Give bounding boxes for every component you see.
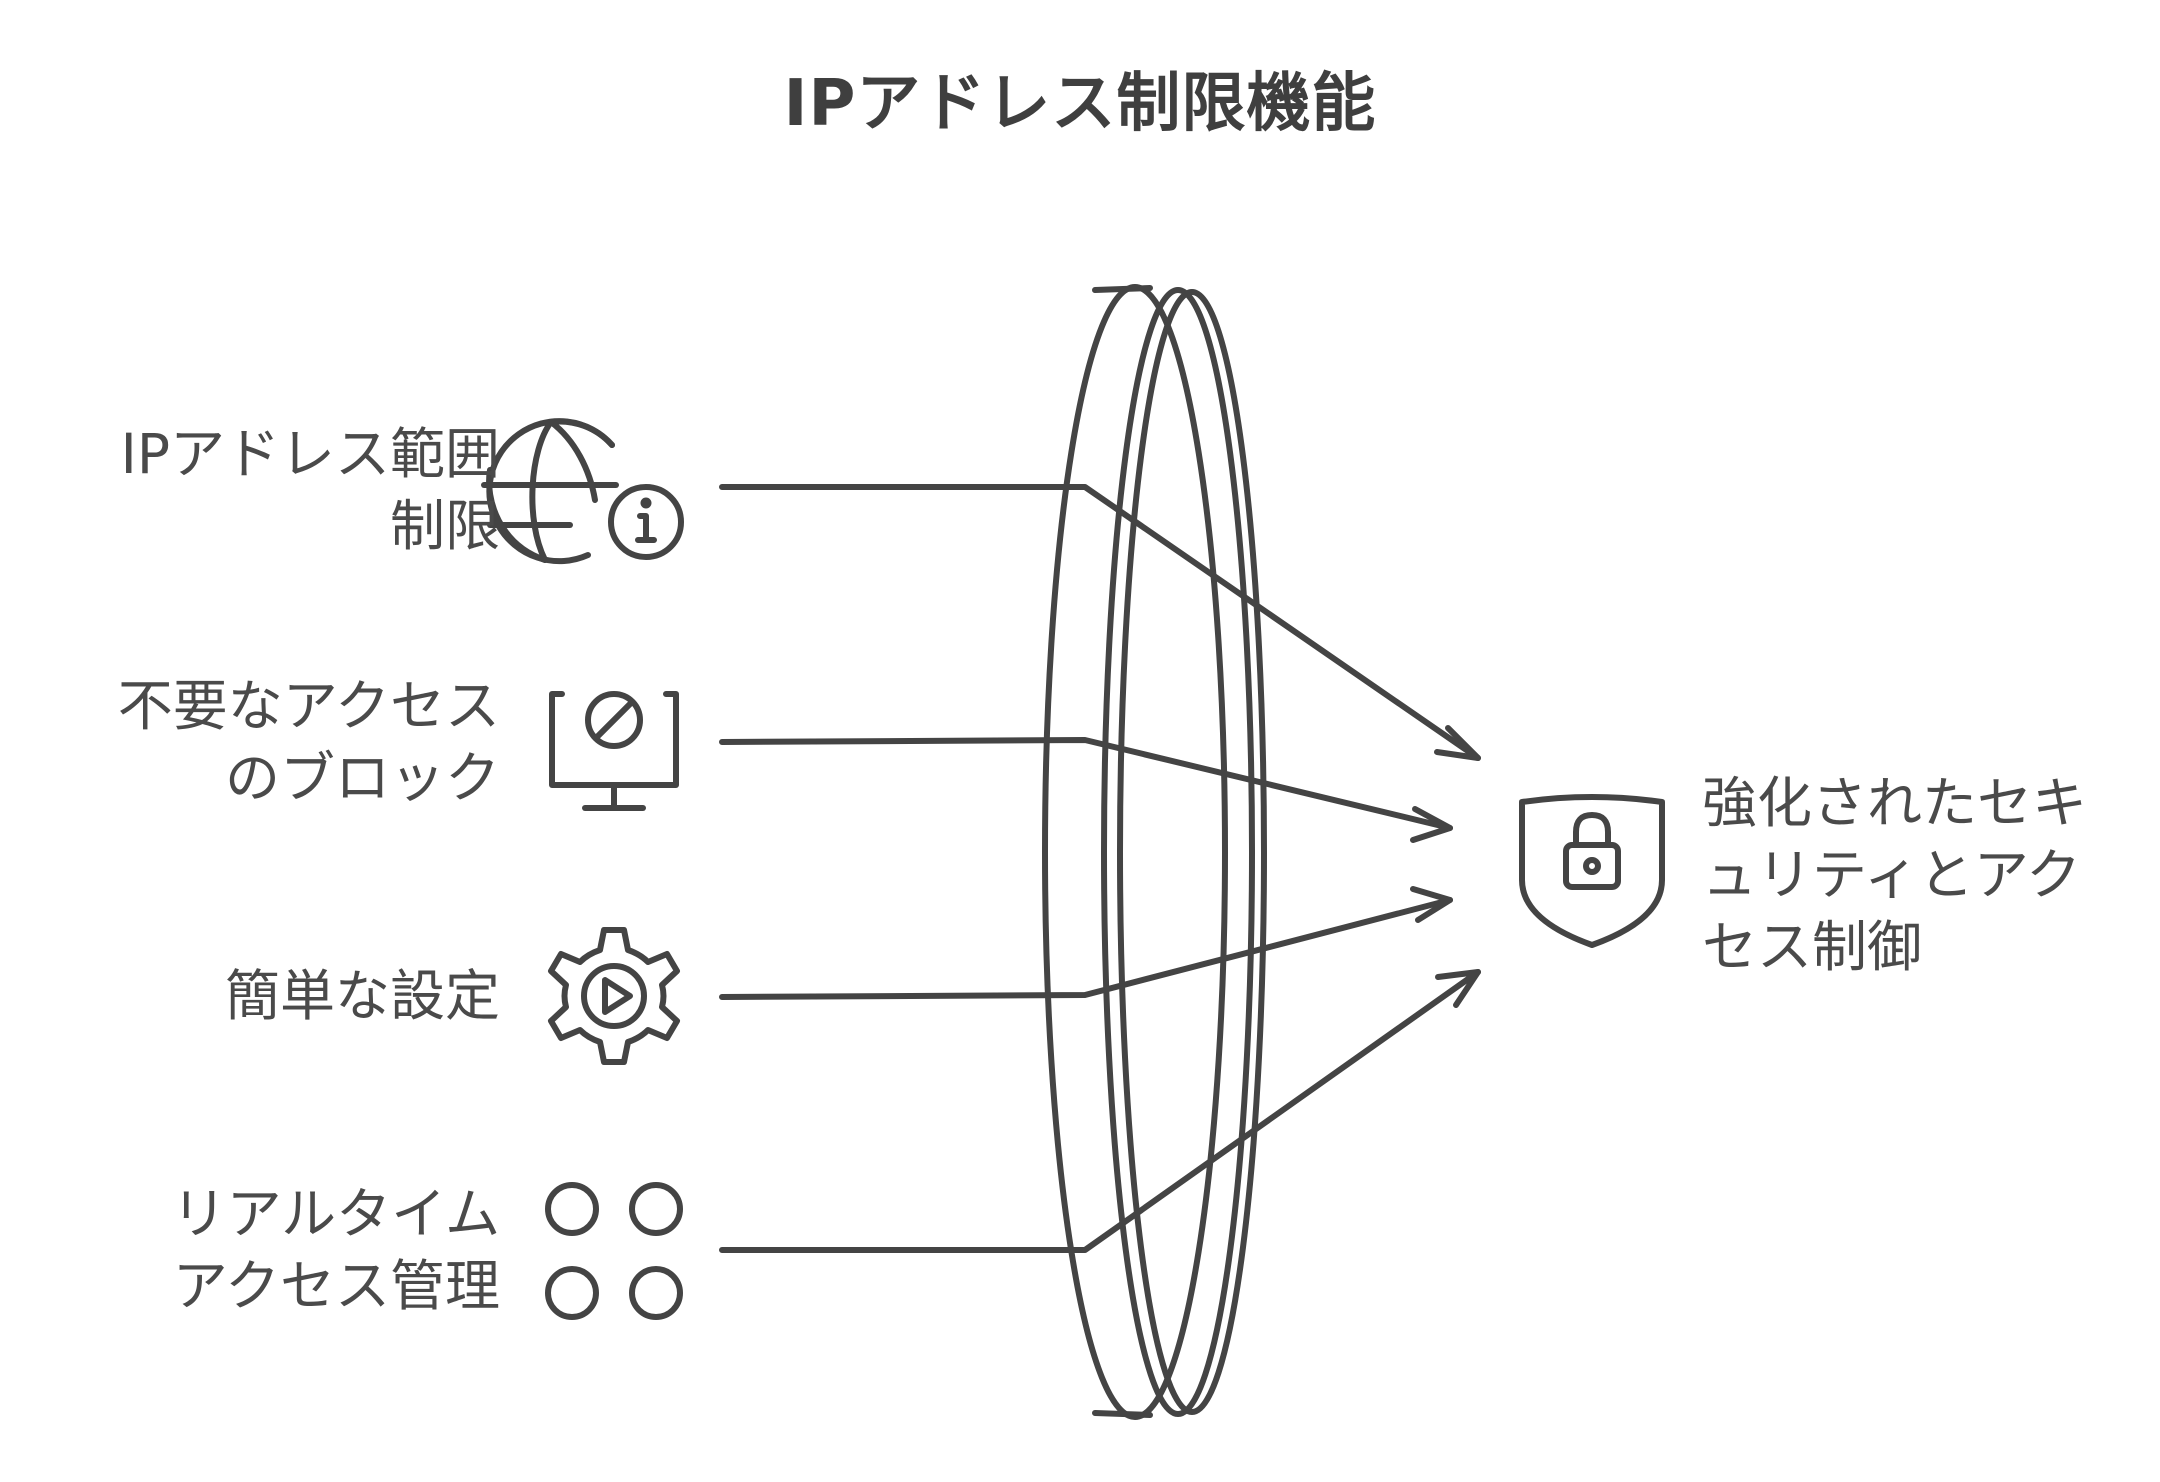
label-realtime: リアルタイム アクセス管理 (171, 1182, 500, 1318)
label-ip-range: IPアドレス範囲 制限 (120, 422, 500, 558)
gear-play-icon (548, 927, 680, 1065)
shield-lock-icon (1519, 794, 1665, 948)
globe-info-icon (481, 418, 684, 565)
arrow-ip-range (719, 484, 1481, 761)
page-title: IPアドレス制限機能 (783, 67, 1377, 141)
label-block-access: 不要なアクセス のブロック (117, 674, 500, 810)
monitor-block-icon (549, 691, 679, 811)
label-output: 強化されたセキ ュリティとアク セス制御 (1702, 771, 2088, 979)
label-easy-setup: 簡単な設定 (224, 964, 500, 1028)
four-circles-icon (545, 1182, 683, 1320)
arrow-block-access (719, 737, 1453, 843)
arrow-easy-setup (719, 886, 1453, 1000)
lens-disc (1042, 284, 1267, 1420)
arrow-realtime (719, 969, 1481, 1253)
